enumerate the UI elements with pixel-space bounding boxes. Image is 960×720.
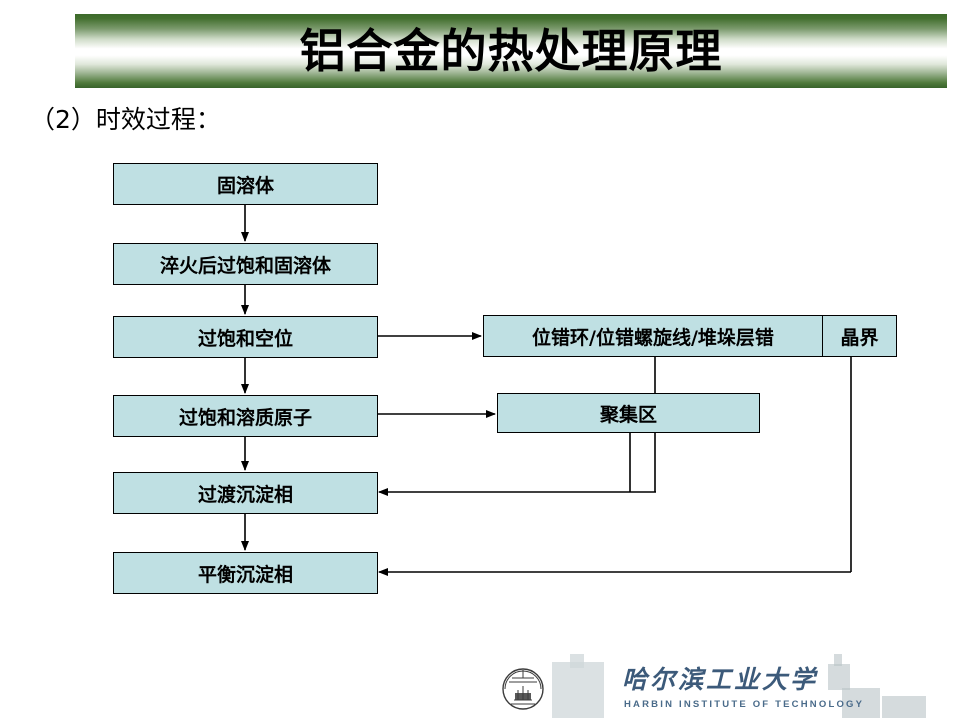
flow-node-quenched-supersaturated-solid-solution[interactable]: 淬火后过饱和固溶体 [113, 243, 378, 285]
university-emblem-icon [502, 668, 544, 710]
title-banner [75, 14, 947, 88]
flow-node-solid-solution[interactable]: 固溶体 [113, 163, 378, 205]
flow-node-transition-precipitate-phase[interactable]: 过渡沉淀相 [113, 472, 378, 514]
section-subtitle: （2）时效过程： [30, 105, 221, 134]
university-name-en: HARBIN INSTITUTE OF TECHNOLOGY [624, 699, 865, 710]
watermark-building-right-3 [828, 664, 850, 690]
flow-node-supersaturated-vacancies[interactable]: 过饱和空位 [113, 316, 378, 358]
flow-node-grain-boundary[interactable]: 晶界 [822, 316, 896, 356]
flow-node-dislocation-loops-helices-stacking-faults[interactable]: 位错环/位错螺旋线/堆垛层错 [532, 326, 774, 349]
flow-node-defects-group: 位错环/位错螺旋线/堆垛层错 晶界 [483, 315, 897, 357]
watermark-building-right-1 [842, 688, 880, 718]
watermark-building-left-spire [570, 654, 584, 668]
watermark-building-right-2 [882, 696, 926, 718]
flow-node-cluster-zone[interactable]: 聚集区 [497, 393, 760, 433]
page-title: 铝合金的热处理原理 [299, 24, 723, 78]
watermark-building-right-pagoda [834, 654, 842, 666]
watermark-building-left [552, 662, 604, 718]
flow-node-supersaturated-solute-atoms[interactable]: 过饱和溶质原子 [113, 395, 378, 437]
university-logo: 哈尔滨工业大学 HARBIN INSTITUTE OF TECHNOLOGY [490, 652, 960, 718]
flow-node-equilibrium-precipitate-phase[interactable]: 平衡沉淀相 [113, 552, 378, 594]
slide-footer: 哈尔滨工业大学 HARBIN INSTITUTE OF TECHNOLOGY [0, 650, 960, 720]
university-name-cn: 哈尔滨工业大学 [622, 665, 819, 694]
